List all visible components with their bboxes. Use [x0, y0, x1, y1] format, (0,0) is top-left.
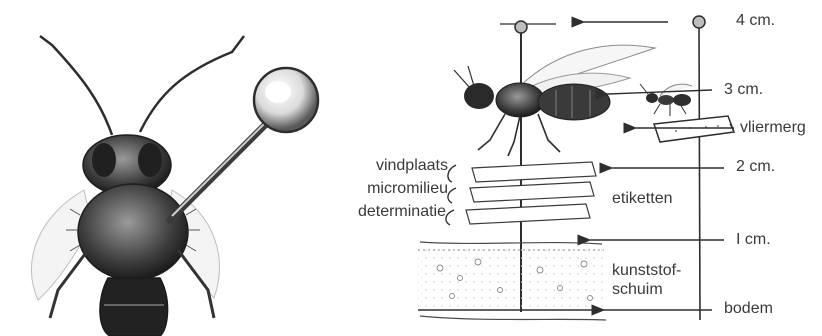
height-label-2cm: 2 cm.: [736, 158, 775, 176]
determinatie-label: determinatie: [330, 203, 446, 221]
foam-block: [418, 242, 606, 320]
label-bracket-2: [448, 188, 456, 203]
setup-diagram: [418, 16, 734, 320]
label-bracket-3: [446, 210, 454, 225]
height-label-3cm: 3 cm.: [724, 81, 763, 99]
height-label-1cm: I cm.: [736, 231, 771, 249]
wasp-closeup: [31, 36, 318, 336]
foam-label-line1: kunststof-: [612, 262, 681, 280]
arrow-3cm: [608, 90, 712, 94]
label-slip-2: [470, 182, 594, 202]
bodem-label: bodem: [724, 300, 773, 318]
label-slip-1: [472, 162, 596, 182]
etiketten-label: etiketten: [612, 190, 672, 208]
small-insect: [640, 84, 692, 116]
height-label-4cm: 4 cm.: [736, 12, 775, 30]
main-pin-head: [515, 21, 527, 33]
vindplaats-label: vindplaats: [340, 157, 448, 175]
second-pin-head: [693, 16, 705, 28]
label-slip-3: [466, 204, 590, 224]
foam-label-line2: schuim: [612, 281, 663, 299]
wasp-on-pin: [454, 45, 655, 156]
second-pin: [699, 27, 700, 320]
label-bracket-1: [448, 165, 456, 182]
vliermerg-label: vliermerg: [740, 119, 806, 137]
label-slips: [466, 162, 596, 224]
pith-block: [654, 116, 734, 142]
micromilieu-label: micromilieu: [330, 180, 448, 198]
